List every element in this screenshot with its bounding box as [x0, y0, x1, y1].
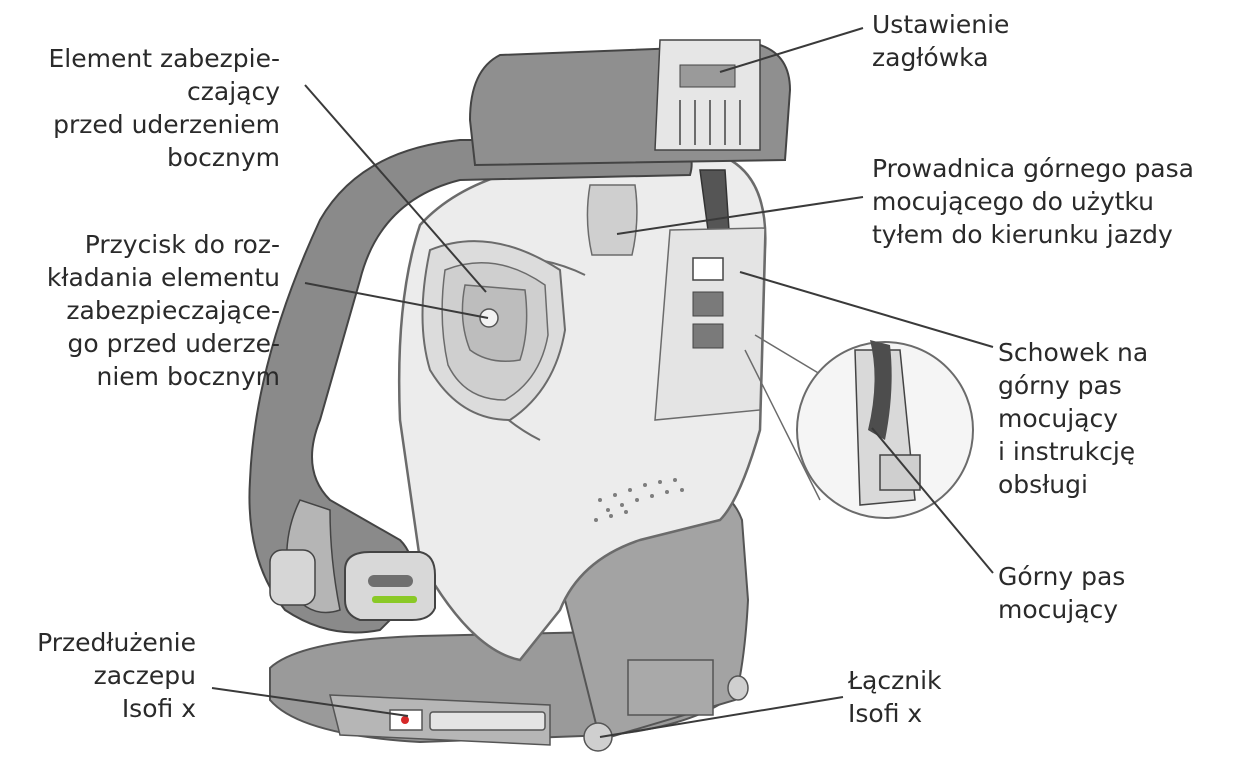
side-impact-element — [421, 240, 567, 422]
label-line: zagłówka — [872, 43, 989, 72]
label-line: Przedłużenie — [37, 628, 196, 657]
label-line: Przycisk do roz- — [84, 230, 280, 259]
zoom-detail-circle — [744, 334, 974, 519]
label-line: go przed uderze- — [67, 329, 280, 358]
label-isofix-connector: Łącznik Isofi x — [848, 664, 942, 730]
label-top-tether-guide: Prowadnica górnego pasa mocującego do uż… — [872, 152, 1194, 251]
label-line: tyłem do kierunku jazdy — [872, 220, 1173, 249]
label-line: Schowek na — [998, 338, 1149, 367]
isofix-connector-knob — [583, 722, 613, 752]
label-isofix-extension: Przedłużenie zaczepu Isofi x — [0, 626, 196, 725]
label-line: Isofi x — [121, 694, 196, 723]
label-line: niem bocznym — [96, 362, 281, 391]
label-line: Isofi x — [848, 699, 923, 728]
label-tether-storage: Schowek na górny pas mocujący i instrukc… — [998, 336, 1148, 501]
label-line: Ustawienie — [872, 10, 1010, 39]
label-line: i instrukcję — [998, 437, 1136, 466]
label-side-impact-element: Element zabezpie- czający przed uderzeni… — [0, 42, 280, 174]
buckle-green-indicator — [372, 596, 417, 603]
seat-fabric — [248, 139, 693, 634]
top-tether-guide — [586, 169, 731, 256]
label-line: mocujący — [998, 595, 1119, 624]
label-line: Łącznik — [848, 666, 942, 695]
label-line: zaczepu — [93, 661, 196, 690]
label-line: bocznym — [166, 143, 280, 172]
label-top-tether: Górny pas mocujący — [998, 560, 1125, 626]
label-line: przed uderzeniem — [53, 110, 280, 139]
headrest — [468, 39, 792, 167]
label-line: kładania elementu — [46, 263, 280, 292]
label-line: Prowadnica górnego pasa — [872, 154, 1194, 183]
label-line: mocujący — [998, 404, 1119, 433]
label-side-impact-button: Przycisk do roz- kładania elementu zabez… — [0, 228, 280, 393]
label-line: Element zabezpie- — [48, 44, 280, 73]
label-line: górny pas — [998, 371, 1122, 400]
label-line: Górny pas — [998, 562, 1126, 591]
label-line: czający — [187, 77, 280, 106]
label-line: mocującego do użytku — [872, 187, 1154, 216]
isofix-red-indicator — [401, 716, 409, 724]
leader-lines — [211, 27, 994, 738]
label-headrest-adjustment: Ustawienie zagłówka — [872, 8, 1009, 74]
label-line: obsługi — [998, 470, 1088, 499]
label-line: zabezpieczające- — [66, 296, 280, 325]
tether-storage-panel — [654, 227, 766, 421]
side-impact-button — [479, 308, 499, 328]
